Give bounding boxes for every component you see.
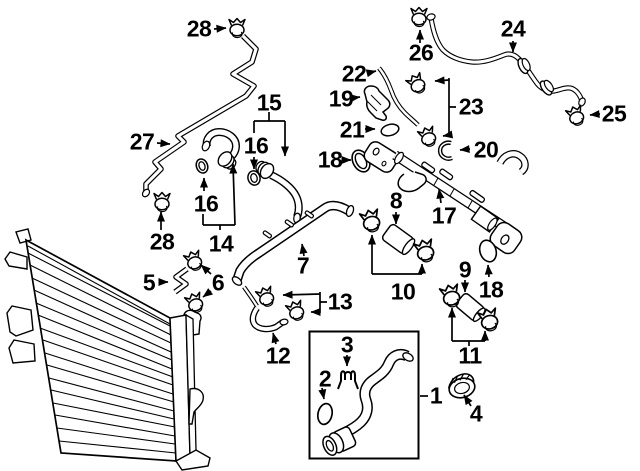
part-label-16-upper[interactable]: 16 — [243, 132, 269, 159]
retaining-clip-20 — [437, 140, 453, 161]
hose-end — [141, 188, 151, 198]
pipe-tabs — [421, 161, 486, 203]
hose-end — [345, 204, 355, 218]
part-label-18-left[interactable]: 18 — [317, 146, 343, 173]
radiator-tab — [6, 305, 34, 337]
part-label-17[interactable]: 17 — [431, 202, 457, 229]
part-label-13[interactable]: 13 — [327, 288, 353, 315]
radiator-tank-base — [174, 449, 211, 471]
radiator-tab — [8, 339, 36, 364]
hose-27 — [141, 36, 256, 198]
clamp-26-icon — [410, 6, 428, 28]
sensor-19 — [363, 85, 391, 121]
part-label-6[interactable]: 6 — [211, 269, 225, 296]
part-label-27[interactable]: 27 — [129, 128, 155, 155]
clip-3 — [337, 370, 359, 390]
part-label-20[interactable]: 20 — [473, 136, 499, 163]
clamp-10-right-icon — [412, 237, 438, 265]
hose-end — [426, 13, 436, 21]
oring-18-right — [478, 239, 498, 263]
part-label-22[interactable]: 22 — [341, 60, 367, 87]
radiator-tab — [4, 251, 28, 270]
pipe-outlet — [470, 205, 500, 233]
grommet — [517, 57, 531, 75]
oring-2 — [316, 402, 334, 426]
clamp-13-right-icon — [284, 298, 308, 324]
hose-end-fitting — [322, 426, 357, 456]
hose-5 — [175, 269, 187, 292]
part-label-25[interactable]: 25 — [601, 100, 627, 127]
oring-16-lower — [195, 158, 209, 174]
hose-end — [402, 352, 414, 362]
part-label-10[interactable]: 10 — [390, 278, 416, 305]
pipe-seams — [433, 177, 473, 209]
radiator-fins — [27, 245, 177, 454]
oring-16-upper — [247, 170, 261, 186]
part-label-5[interactable]: 5 — [142, 269, 156, 296]
seal-21 — [380, 123, 400, 137]
grommet — [539, 79, 555, 96]
hose-fitting — [255, 160, 275, 180]
hose-8 — [381, 223, 416, 256]
part-label-14[interactable]: 14 — [208, 230, 234, 257]
part-label-2[interactable]: 2 — [318, 365, 332, 392]
clamp-10-left-icon — [358, 207, 384, 235]
part-label-28-bottom[interactable]: 28 — [149, 228, 175, 255]
clamp-28-top-icon — [228, 17, 246, 39]
clamp-28-bottom-icon — [153, 191, 171, 213]
clamp-25-icon — [564, 103, 588, 129]
part-label-23[interactable]: 23 — [458, 93, 484, 120]
hose-end — [201, 140, 211, 152]
part-label-1[interactable]: 1 — [429, 382, 443, 409]
radiator — [4, 228, 211, 471]
clamp-23-top-icon — [404, 71, 430, 98]
part-label-24[interactable]: 24 — [500, 15, 526, 42]
part-label-28-top[interactable]: 28 — [186, 15, 212, 42]
clamp-13-left-icon — [254, 284, 278, 310]
part-label-21[interactable]: 21 — [339, 116, 365, 143]
part-label-7[interactable]: 7 — [296, 252, 310, 279]
part-label-18-right[interactable]: 18 — [478, 276, 504, 303]
part-label-8[interactable]: 8 — [389, 187, 403, 214]
pipe-17 — [363, 141, 525, 255]
hose-tabs — [262, 210, 315, 239]
part-label-4[interactable]: 4 — [469, 400, 483, 427]
part-label-3[interactable]: 3 — [340, 331, 354, 358]
hose-15 — [255, 160, 301, 224]
hose-end — [279, 318, 289, 326]
part-label-11[interactable]: 11 — [458, 342, 482, 369]
part-label-19[interactable]: 19 — [328, 85, 354, 112]
pipe-flange-right — [489, 221, 523, 255]
part-label-26[interactable]: 26 — [408, 39, 434, 66]
hose-1 — [322, 351, 414, 456]
part-label-12[interactable]: 12 — [265, 342, 291, 369]
clamp-4-icon — [447, 373, 476, 399]
hose-12 — [253, 308, 289, 329]
part-label-9[interactable]: 9 — [458, 256, 472, 283]
callout-lines — [156, 24, 601, 407]
hose-end — [231, 276, 243, 286]
pipe-guide-bracket — [397, 171, 427, 193]
clamp-23-bottom-icon — [416, 124, 440, 150]
part-label-15[interactable]: 15 — [256, 89, 282, 116]
pipe-flange-left — [363, 141, 399, 173]
radiator-foot-bracket — [188, 387, 205, 425]
hose-7 — [231, 205, 355, 306]
part-label-16-lower[interactable]: 16 — [193, 190, 219, 217]
